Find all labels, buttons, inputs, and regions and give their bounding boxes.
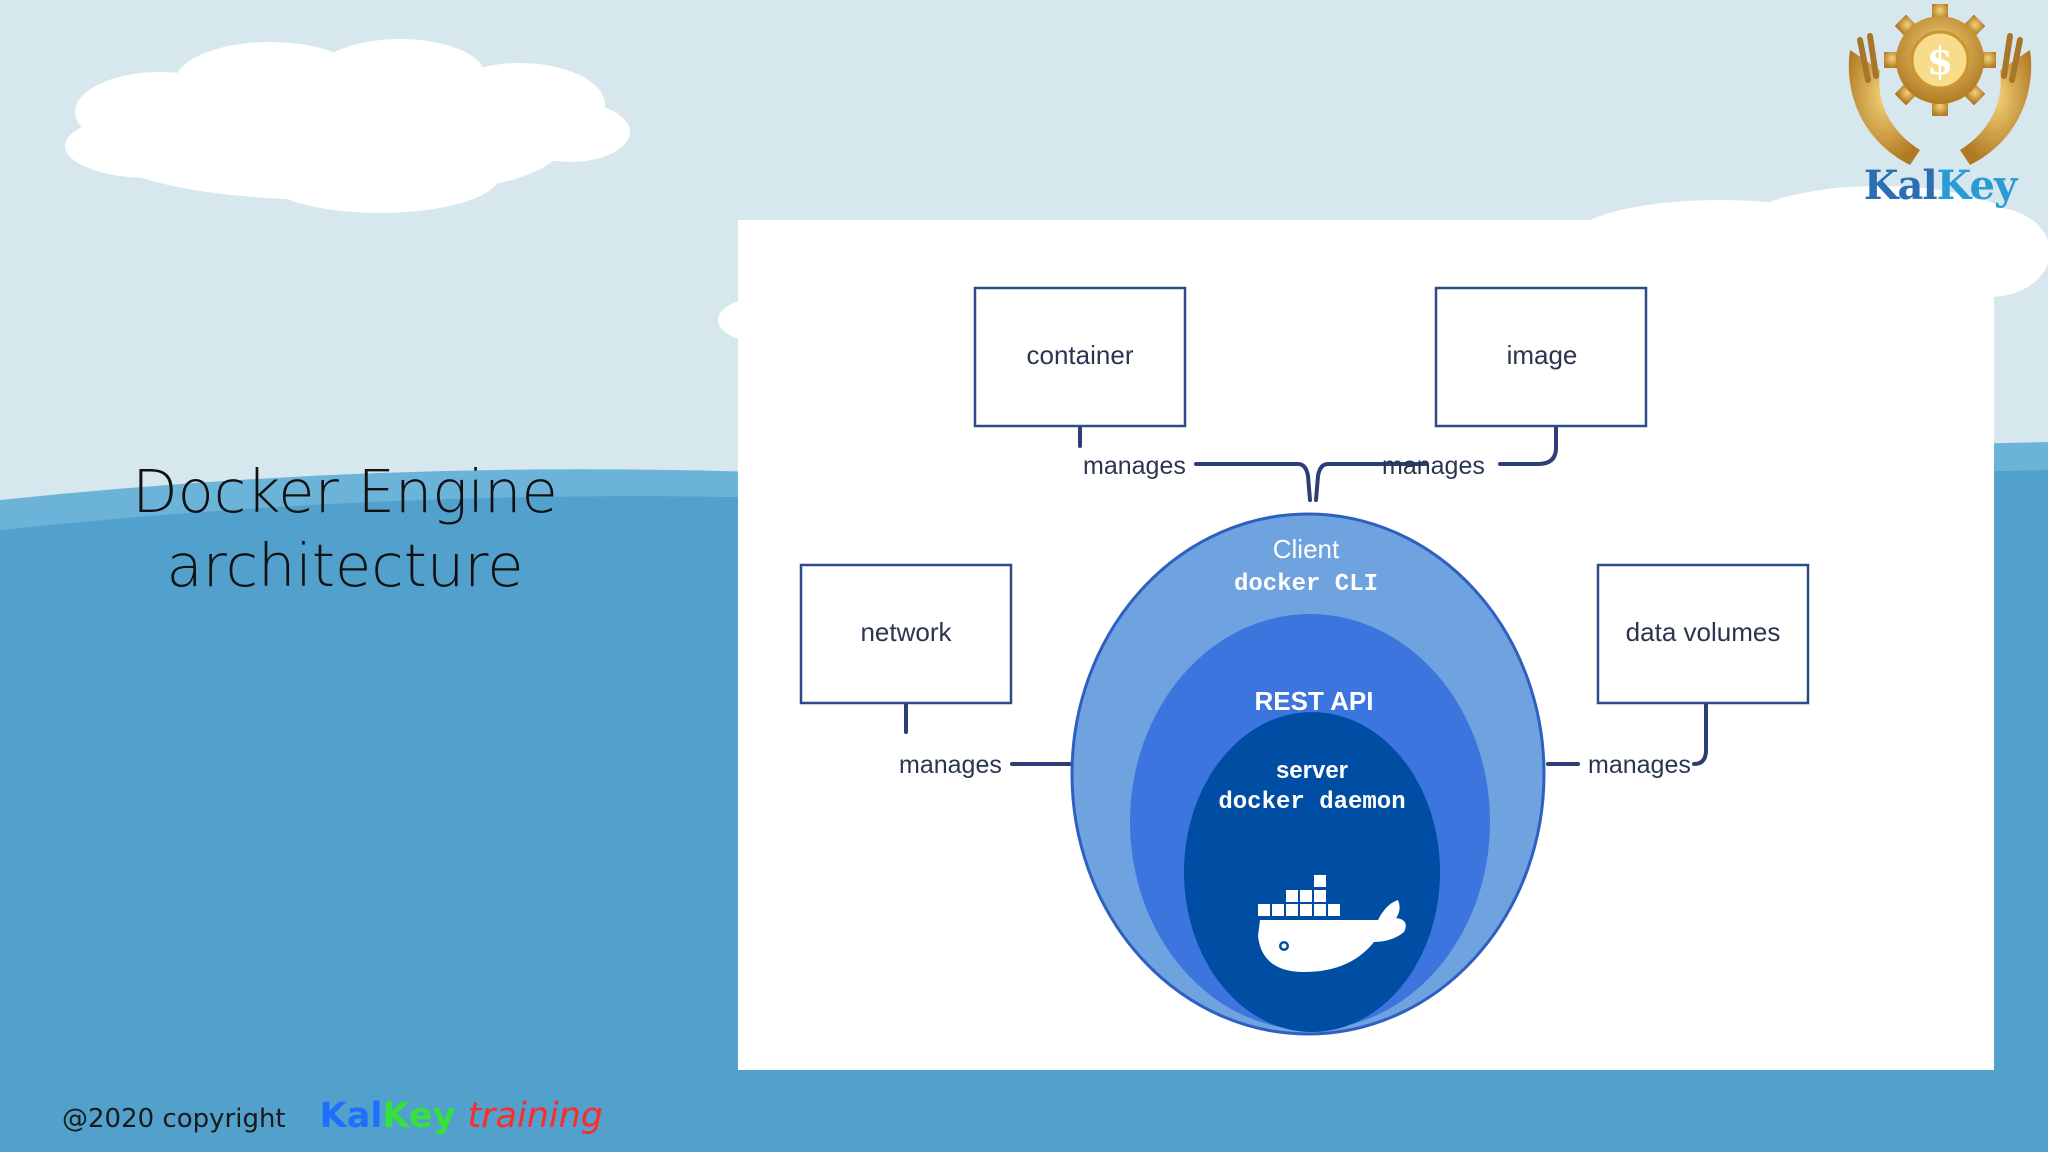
client-sub-label: docker CLI bbox=[1234, 571, 1378, 598]
svg-text:data volumes: data volumes bbox=[1626, 617, 1781, 647]
label-volumes-manages: manages bbox=[1588, 751, 1691, 779]
box-data-volumes: data volumes bbox=[1596, 563, 1810, 705]
footer: @2020 copyright KalKey training bbox=[62, 1096, 603, 1146]
brand-kal: Kal bbox=[319, 1096, 383, 1136]
top-bridge bbox=[1194, 462, 1428, 502]
slide-title: Docker Engine architecture bbox=[90, 455, 600, 603]
svg-text:network: network bbox=[860, 617, 952, 647]
cloud-left bbox=[65, 39, 630, 213]
docker-architecture-diagram: container image network data volumes man… bbox=[799, 286, 1810, 1036]
svg-text:$: $ bbox=[1927, 38, 1953, 83]
title-line-1: Docker Engine bbox=[132, 457, 558, 526]
brand-key: Key bbox=[382, 1096, 456, 1136]
svg-text:image: image bbox=[1507, 340, 1578, 370]
box-image: image bbox=[1434, 286, 1648, 428]
title-line-2: architecture bbox=[166, 531, 524, 600]
server-label: server bbox=[1276, 757, 1348, 784]
box-container: container bbox=[973, 286, 1187, 428]
client-label: Client bbox=[1273, 534, 1340, 564]
server-sub-label: docker daemon bbox=[1218, 789, 1405, 816]
logo-wordmark: KalKey bbox=[1863, 162, 2017, 209]
label-container-manages: manages bbox=[1083, 452, 1186, 480]
hands-gear-coin-icon: $ bbox=[1848, 4, 2032, 165]
kalkey-logo: $ KalKey bbox=[1840, 0, 2040, 215]
label-network-manages: manages bbox=[899, 751, 1002, 779]
copyright-text: @2020 copyright bbox=[62, 1104, 286, 1134]
server-layer bbox=[1184, 712, 1440, 1032]
svg-text:container: container bbox=[1027, 340, 1134, 370]
brand-wordmark: KalKey training bbox=[320, 1096, 603, 1136]
rest-api-label: REST API bbox=[1255, 686, 1374, 716]
brand-training: training bbox=[467, 1096, 604, 1136]
image-connector bbox=[1498, 424, 1558, 466]
label-image-manages: manages bbox=[1382, 452, 1485, 480]
docker-whale-icon bbox=[1258, 875, 1406, 972]
volumes-connector bbox=[1692, 703, 1708, 766]
diagram-panel: container image network data volumes man… bbox=[738, 220, 1994, 1070]
engine-layers bbox=[1070, 512, 1546, 1036]
box-network: network bbox=[799, 563, 1013, 705]
